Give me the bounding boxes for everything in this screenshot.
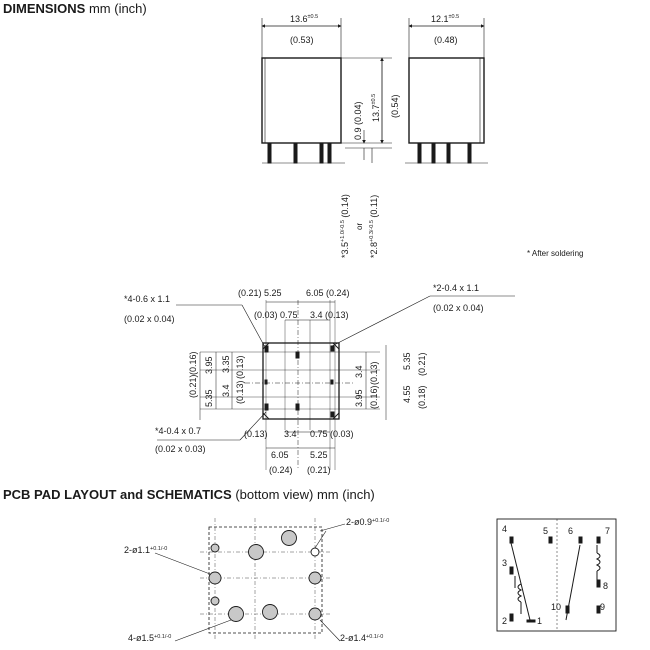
schematic-pin-1: 1 — [537, 616, 542, 626]
dim-bot-3-4: 3.4 — [284, 429, 297, 439]
hole-d-label: 2-ø1.4+0.1/-0 — [340, 633, 383, 643]
dimensions-heading: DIMENSIONS mm (inch) — [3, 1, 147, 16]
schematic-pin-8: 8 — [603, 581, 608, 591]
hole-a-label: 2-ø0.9+0.1/-0 — [346, 517, 389, 527]
dim-right-0-18: (0.18) — [417, 385, 427, 409]
width-side-value: 12.1±0.5 — [431, 14, 459, 24]
pcb-subtitle: (bottom view) mm (inch) — [235, 487, 375, 502]
pin-b-size-inch: (0.02 x 0.04) — [433, 303, 484, 313]
dim-left-0-16: (0.16) — [188, 351, 198, 375]
dim-right-0-21: (0.21) — [417, 352, 427, 376]
dim-top-right: 6.05 (0.24) — [306, 288, 350, 298]
schematic-pin-6: 6 — [568, 526, 573, 536]
height-value: 13.7±0.5 — [371, 94, 381, 122]
height-dimension — [341, 57, 392, 163]
schematic-pin-labels: 4 5 6 7 3 8 2 1 10 9 — [502, 524, 610, 626]
dim-left-3-95: 3.95 — [204, 356, 214, 374]
pin-b-size: *2-0.4 x 1.1 — [433, 283, 479, 293]
dim-top-left: (0.21) 5.25 — [238, 288, 282, 298]
schematic-pin-3: 3 — [502, 558, 507, 568]
width-front-value: 13.6±0.5 — [290, 14, 318, 24]
dim-left-5-35: 5.35 — [204, 389, 214, 407]
schematic-pin-10: 10 — [551, 602, 561, 612]
dim-bot-0-21: (0.21) — [307, 465, 331, 475]
dim-left-0-13-a: (0.13) — [235, 355, 245, 379]
dim-bot-0-03: (0.03) — [330, 429, 354, 439]
side-view — [405, 18, 488, 164]
pin-a-size: *4-0.6 x 1.1 — [124, 294, 170, 304]
after-soldering-note: * After soldering — [527, 249, 583, 258]
dim-left-3-4: 3.4 — [221, 384, 231, 397]
dim-right-5-35: 5.35 — [402, 352, 412, 370]
dim-right-3-4: 3.4 — [354, 365, 364, 378]
dim-bot-5-25: 5.25 — [310, 450, 328, 460]
pin-gap-label: 0.9 (0.04) — [353, 101, 363, 140]
dim-top-0-75: 0.75 — [280, 310, 298, 320]
schematic-pin-2: 2 — [502, 616, 507, 626]
dim-left-3-35: 3.35 — [221, 355, 231, 373]
pin-c-size: *4-0.4 x 0.7 — [155, 426, 201, 436]
pcb-title: PCB PAD LAYOUT and SCHEMATICS — [3, 487, 232, 502]
dimensions-title: DIMENSIONS — [3, 1, 86, 16]
dim-right-0-13: (0.13) — [369, 361, 379, 385]
schematic-pin-9: 9 — [600, 602, 605, 612]
dim-bot-6-05: 6.05 — [271, 450, 289, 460]
pcb-pad-layout — [154, 518, 346, 642]
schematic — [496, 518, 617, 632]
pin-a-size-inch: (0.02 x 0.04) — [124, 314, 175, 324]
schematic-pin-4: 4 — [502, 524, 507, 534]
dimensions-unit: mm (inch) — [88, 1, 147, 16]
dim-top-0-03: (0.03) — [254, 310, 278, 320]
schematic-pin-7: 7 — [605, 526, 610, 536]
pin-length-b: *2.8+0.3/-0.5 (0.11) — [369, 195, 379, 258]
dim-top-3-4: 3.4 (0.13) — [310, 310, 349, 320]
dim-bot-0-75: 0.75 — [310, 429, 328, 439]
width-front-inch: (0.53) — [290, 35, 314, 45]
or-label: or — [355, 223, 364, 230]
hole-b-label: 2-ø1.1+0.1/-0 — [124, 545, 167, 555]
hole-c-label: 4-ø1.5+0.1/-0 — [128, 633, 171, 643]
pin-c-size-inch: (0.02 x 0.03) — [155, 444, 206, 454]
bottom-view — [157, 295, 515, 470]
dim-left-0-21: (0.21) — [188, 374, 198, 398]
height-inch: (0.54) — [390, 94, 400, 118]
pcb-heading: PCB PAD LAYOUT and SCHEMATICS (bottom vi… — [3, 487, 375, 502]
dim-left-0-13-b: (0.13) — [235, 380, 245, 404]
dim-right-3-95: 3.95 — [354, 389, 364, 407]
dim-right-0-16: (0.16) — [369, 385, 379, 409]
pin-length-a: *3.5+1.0/-0.5 (0.14) — [340, 194, 350, 258]
dim-bot-0-13: (0.13) — [244, 429, 268, 439]
front-view — [261, 18, 345, 164]
width-side-inch: (0.48) — [434, 35, 458, 45]
dim-right-4-55: 4.55 — [402, 385, 412, 403]
dim-bot-0-24: (0.24) — [269, 465, 293, 475]
schematic-pin-5: 5 — [543, 526, 548, 536]
